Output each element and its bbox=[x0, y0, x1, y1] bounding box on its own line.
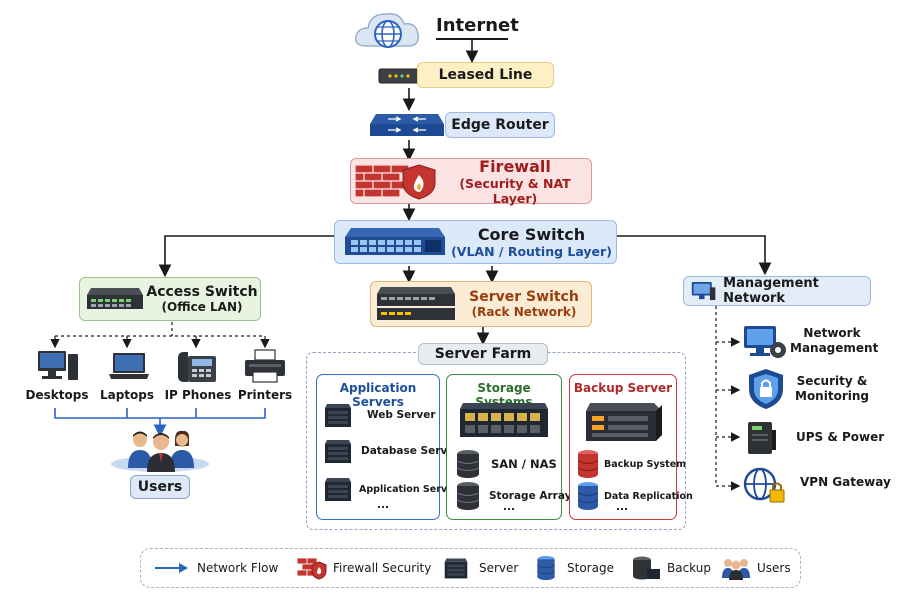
backup-server-title: Backup Server bbox=[573, 381, 673, 395]
vpn-gateway-icon bbox=[742, 466, 788, 510]
leased-line-box[interactable]: Leased Line bbox=[417, 62, 554, 88]
server-switch-icon bbox=[377, 287, 455, 320]
legend-storage: Storage bbox=[535, 555, 614, 581]
core-switch-icon bbox=[345, 228, 445, 255]
edge-router-box[interactable]: Edge Router bbox=[445, 112, 555, 138]
data-replication-label: Data Replication bbox=[604, 490, 693, 502]
legend-firewall: Firewall Security bbox=[297, 555, 431, 581]
firewall-icon bbox=[297, 557, 327, 580]
internet-underline bbox=[436, 38, 508, 40]
backup-icon bbox=[633, 556, 660, 580]
server-switch-title: Server Switch bbox=[469, 289, 579, 305]
network-management-icon bbox=[742, 322, 788, 366]
san-nas-row[interactable]: SAN / NAS bbox=[455, 449, 557, 479]
management-network-box[interactable]: Management Network bbox=[683, 276, 871, 306]
legend-backup: Backup bbox=[631, 555, 711, 581]
server-icon bbox=[325, 404, 351, 427]
ip-phones-label: IP Phones bbox=[164, 388, 232, 402]
access-switch-title: Access Switch bbox=[146, 284, 258, 300]
data-replication-row[interactable]: Data Replication bbox=[576, 481, 693, 511]
firewall-icon bbox=[355, 164, 436, 200]
legend-network-flow: Network Flow bbox=[153, 557, 278, 579]
web-server-row[interactable]: Web Server bbox=[323, 401, 436, 429]
internet-cloud-icon bbox=[352, 6, 424, 54]
access-switch-subtitle: (Office LAN) bbox=[161, 300, 243, 314]
core-switch-subtitle: (VLAN / Routing Layer) bbox=[451, 244, 612, 259]
firewall-box[interactable]: Firewall (Security & NAT Layer) bbox=[350, 156, 592, 206]
application-servers-title: Application Servers bbox=[339, 381, 417, 409]
users-icon bbox=[722, 559, 750, 580]
legend-users-label: Users bbox=[757, 561, 791, 575]
legend-firewall-label: Firewall Security bbox=[333, 561, 432, 575]
storage-array-icon bbox=[460, 403, 548, 437]
arrow-icon bbox=[155, 563, 188, 573]
storage-more-label: ... bbox=[503, 501, 515, 513]
server-switch-box[interactable]: Server Switch (Rack Network) bbox=[370, 281, 592, 327]
application-server-label: Application Server bbox=[359, 483, 459, 495]
internet-label: Internet bbox=[436, 15, 519, 36]
security-monitoring-icon bbox=[746, 367, 786, 415]
vpn-gateway-label: VPN Gateway bbox=[800, 475, 891, 489]
leased-line-label: Leased Line bbox=[438, 67, 533, 83]
server-icon bbox=[325, 478, 351, 501]
web-server-label: Web Server bbox=[367, 409, 436, 421]
replication-db-icon bbox=[577, 482, 599, 510]
desktops-label: Desktops bbox=[25, 388, 89, 402]
edge-router-label: Edge Router bbox=[451, 117, 549, 133]
server-switch-subtitle: (Rack Network) bbox=[471, 305, 577, 319]
server-icon bbox=[325, 440, 351, 463]
storage-icon bbox=[456, 482, 480, 510]
database-server-row[interactable]: Database Server bbox=[323, 437, 460, 465]
users-group-icon bbox=[124, 428, 198, 476]
legend-server: Server bbox=[443, 555, 518, 581]
core-switch-box[interactable]: Core Switch (VLAN / Routing Layer) bbox=[334, 220, 617, 264]
backup-more-label: ... bbox=[616, 501, 628, 513]
management-monitor-icon bbox=[691, 281, 716, 301]
access-switch-box[interactable]: Access Switch (Office LAN) bbox=[79, 277, 261, 321]
storage-array-row[interactable]: Storage Array bbox=[455, 481, 571, 511]
legend-network-flow-label: Network Flow bbox=[197, 561, 279, 575]
users-label: Users bbox=[137, 479, 183, 495]
backup-server-icon bbox=[586, 403, 662, 441]
firewall-title: Firewall bbox=[479, 156, 551, 176]
printer-icon bbox=[243, 348, 287, 388]
storage-array-label: Storage Array bbox=[489, 490, 572, 502]
core-switch-title: Core Switch bbox=[477, 225, 586, 244]
firewall-subtitle: (Security & NAT Layer) bbox=[459, 175, 571, 206]
storage-systems-panel: Storage Systems SAN / NAS Storage Array … bbox=[446, 374, 571, 520]
application-servers-panel: Application Servers Web Server Database … bbox=[316, 374, 460, 520]
printers-label: Printers bbox=[237, 388, 293, 402]
network-management-label: Network Management bbox=[790, 326, 879, 355]
database-server-label: Database Server bbox=[361, 445, 460, 457]
application-server-row[interactable]: Application Server bbox=[323, 475, 458, 503]
backup-system-label: Backup System bbox=[604, 458, 687, 470]
legend-users: Users bbox=[721, 555, 791, 581]
legend-backup-label: Backup bbox=[667, 561, 711, 575]
legend-server-label: Server bbox=[479, 561, 519, 575]
san-nas-label: SAN / NAS bbox=[491, 457, 557, 471]
management-network-title: Management Network bbox=[723, 276, 819, 306]
legend-storage-label: Storage bbox=[567, 561, 614, 575]
desktop-icon bbox=[36, 348, 80, 388]
server-icon bbox=[444, 558, 468, 579]
router-icon bbox=[368, 110, 446, 144]
security-monitoring-label: Security & Monitoring bbox=[795, 374, 869, 403]
backup-server-panel: Backup Server Backup System Data Replica… bbox=[569, 374, 693, 520]
users-box[interactable]: Users bbox=[130, 475, 190, 499]
storage-icon bbox=[537, 555, 555, 581]
server-farm-title-box: Server Farm bbox=[418, 343, 548, 365]
ups-power-label: UPS & Power bbox=[796, 430, 885, 444]
backup-db-icon bbox=[577, 450, 599, 478]
server-farm-title: Server Farm bbox=[434, 346, 532, 362]
app-more-label: ... bbox=[377, 499, 389, 511]
access-switch-icon bbox=[87, 288, 143, 309]
ups-power-icon bbox=[746, 420, 778, 460]
laptop-icon bbox=[107, 350, 151, 386]
backup-system-row[interactable]: Backup System bbox=[576, 449, 686, 479]
ip-phone-icon bbox=[174, 348, 220, 388]
storage-icon bbox=[456, 450, 480, 478]
legend: Network Flow Firewall Security Server St… bbox=[140, 548, 801, 588]
laptops-label: Laptops bbox=[99, 388, 155, 402]
